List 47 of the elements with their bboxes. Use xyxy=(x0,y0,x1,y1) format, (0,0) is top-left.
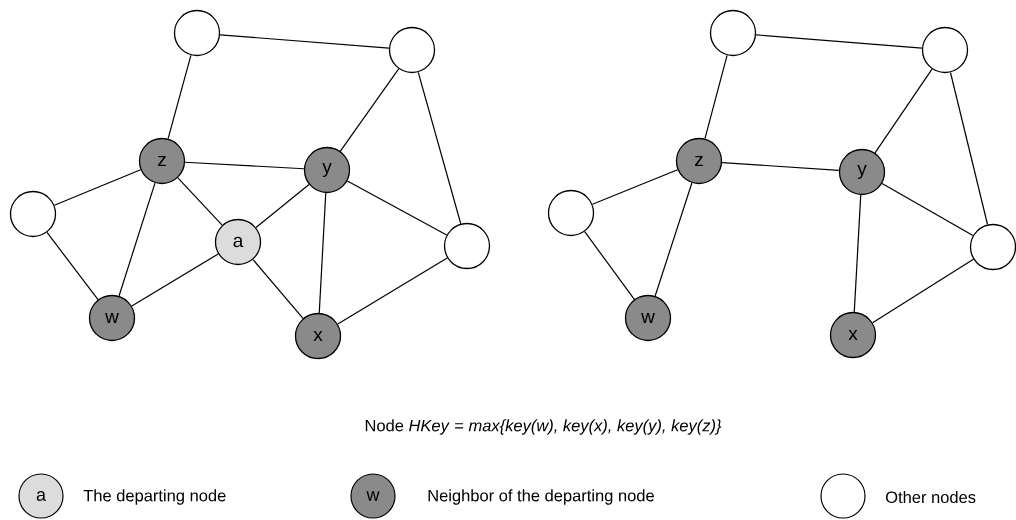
graph-node: x xyxy=(829,311,877,359)
graph-node xyxy=(709,9,757,57)
connector-line xyxy=(167,54,192,140)
connector-line xyxy=(219,34,390,49)
connector-line xyxy=(755,34,923,49)
connector-line xyxy=(417,71,462,225)
graph-node xyxy=(9,190,57,238)
graph-node xyxy=(388,26,436,74)
connector-line xyxy=(721,161,840,172)
connector-line xyxy=(704,54,728,140)
connector-line xyxy=(346,180,448,236)
graph-node: y xyxy=(838,148,886,196)
connector-line xyxy=(252,259,304,319)
connector-line xyxy=(255,183,310,229)
connector-line xyxy=(53,169,142,206)
connector-line xyxy=(949,71,989,226)
connector-line xyxy=(584,231,635,300)
legend-label: Neighbor of the departing node xyxy=(428,489,654,505)
connector-line xyxy=(184,161,305,170)
connector-line xyxy=(654,182,693,297)
graph-node xyxy=(969,223,1016,271)
connector-line xyxy=(872,258,974,324)
graph-node xyxy=(921,26,969,74)
legend-label: The departing node xyxy=(83,489,226,505)
connector-line xyxy=(337,257,448,325)
connector-line xyxy=(339,68,400,152)
graph-node: a xyxy=(214,218,262,266)
graph-node: z xyxy=(138,137,186,185)
graph-node: x xyxy=(294,312,342,360)
connector-line xyxy=(131,253,219,307)
graph-node xyxy=(443,222,491,270)
graph-node: y xyxy=(303,146,351,194)
graph-node xyxy=(173,9,221,57)
connector-line xyxy=(591,169,679,205)
connector-line xyxy=(874,68,933,154)
graph-node xyxy=(547,189,595,237)
connector-line xyxy=(46,231,99,301)
connector-line xyxy=(881,182,974,237)
caption: Node HKey = max{key(w), key(x), key(y), key(z)} xyxy=(365,419,722,435)
connector-line xyxy=(118,182,156,297)
graph-node: z xyxy=(675,137,723,185)
connector-line xyxy=(177,177,223,226)
legend-label: Other nodes xyxy=(886,490,976,504)
connector-line xyxy=(318,192,327,314)
connector-line xyxy=(853,194,862,313)
graph-node: w xyxy=(88,294,136,342)
graph-node: w xyxy=(624,294,672,342)
